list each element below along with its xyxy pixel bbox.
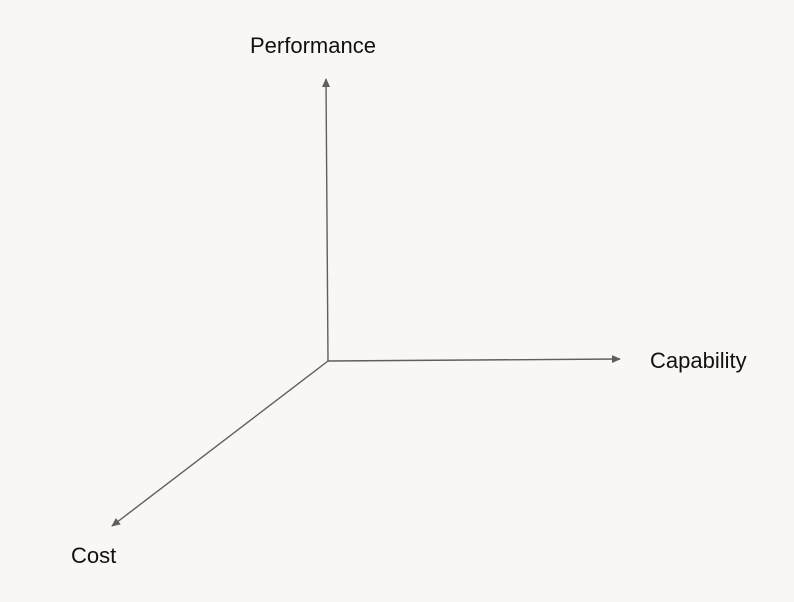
cost-label: Cost <box>71 543 117 568</box>
cost-axis <box>111 360 329 527</box>
performance-axis <box>322 78 331 362</box>
performance-label: Performance <box>250 33 376 58</box>
capability-axis <box>327 355 621 364</box>
capability-label: Capability <box>650 348 747 373</box>
